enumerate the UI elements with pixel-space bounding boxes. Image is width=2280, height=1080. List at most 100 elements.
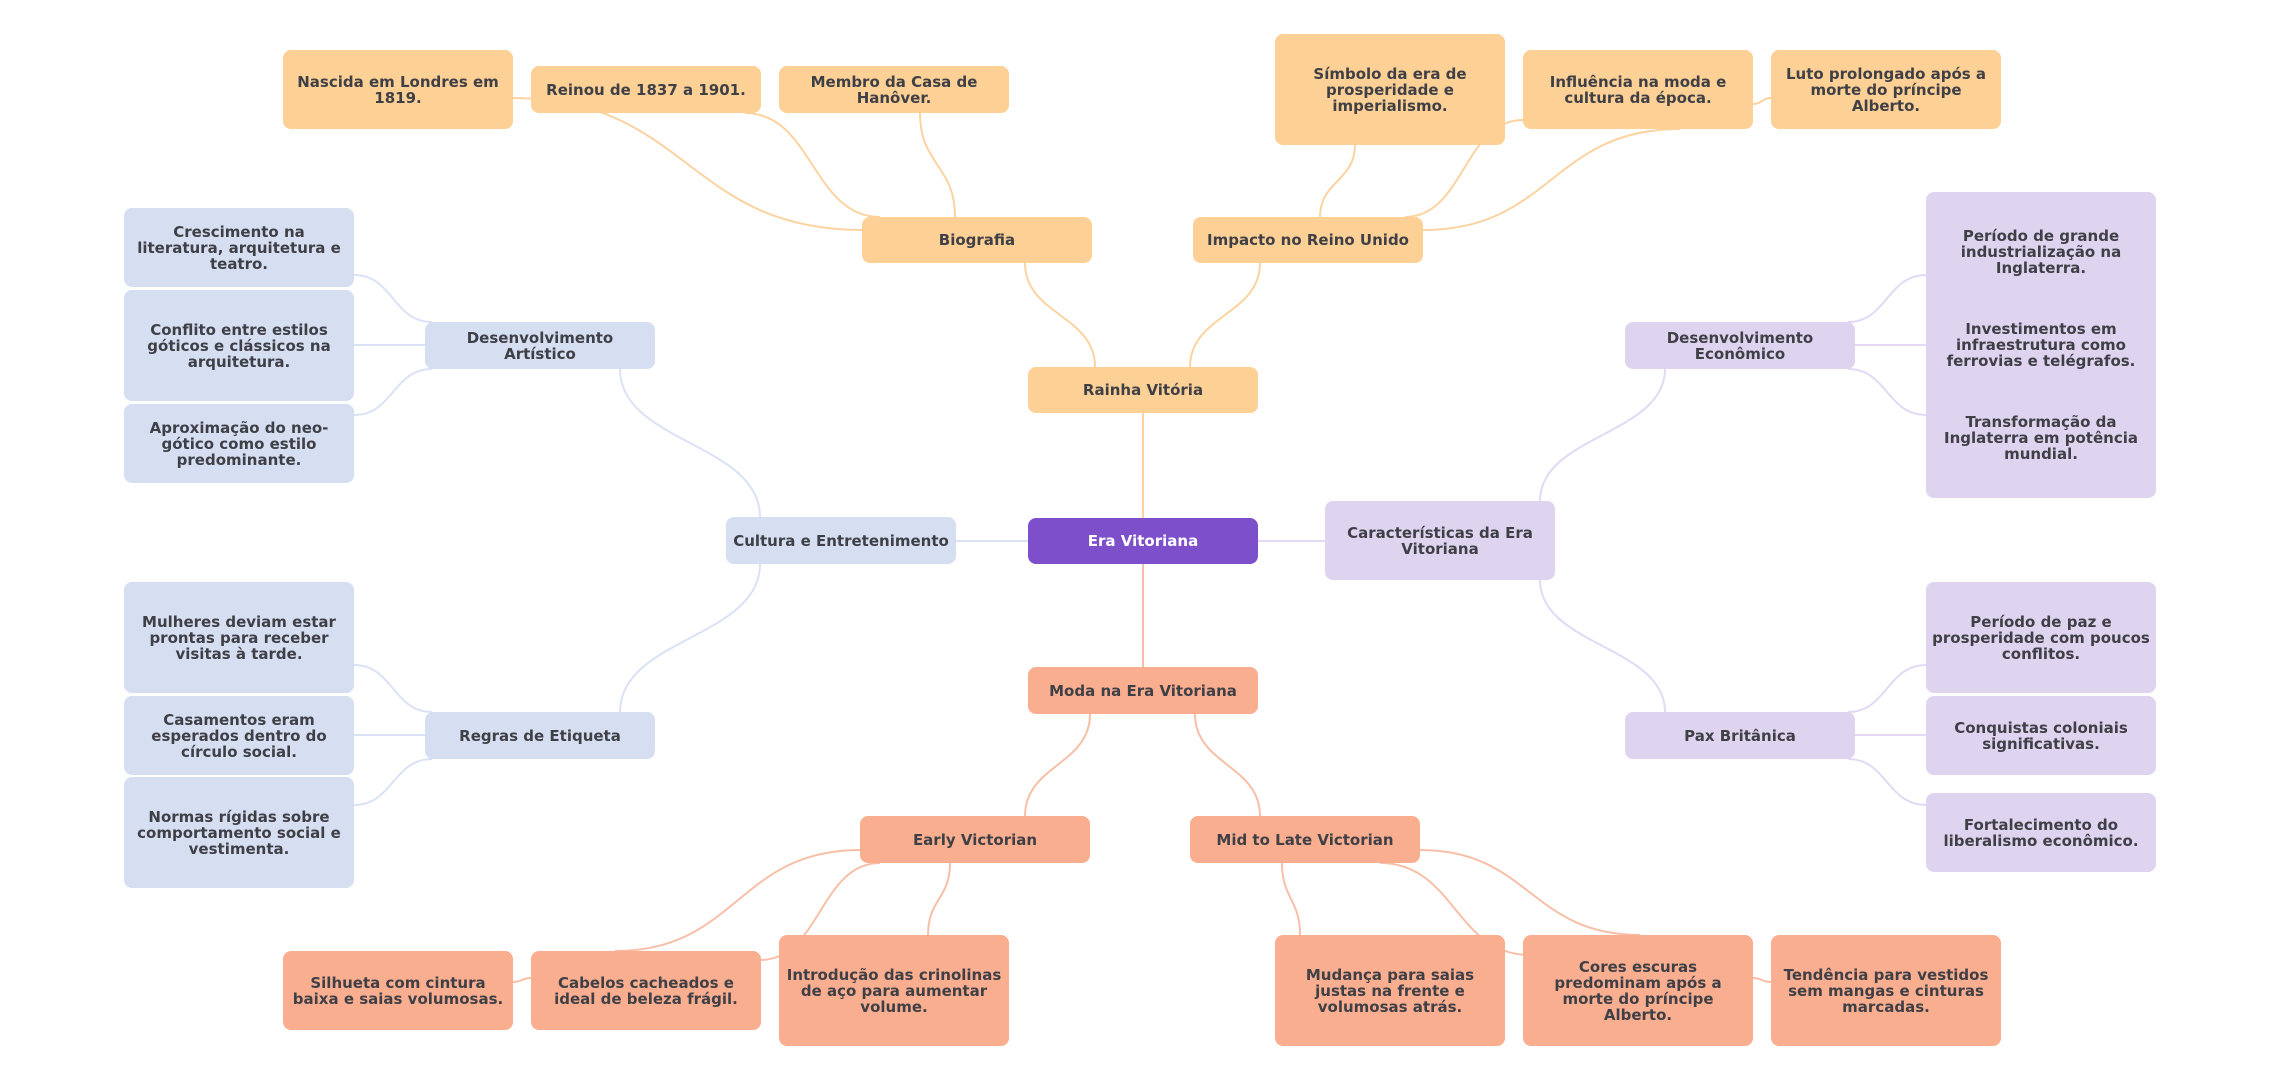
node-cultura-entretenimento[interactable]: Cultura e Entretenimento [726,517,956,564]
edge-late-cores [1379,862,1531,956]
leaf-cores-escuras[interactable]: Cores escuras predominam após a morte do… [1523,935,1753,1046]
node-label: Silhueta com cintura baixa e saias volum… [292,973,504,1008]
edge-etiqueta-normas [353,758,433,806]
node-label: Nascida em Londres em 1819. [297,72,499,107]
edge-artistico-crescimento [353,274,433,323]
node-early-victorian[interactable]: Early Victorian [860,816,1090,863]
edge-pax-paz [1847,664,1927,713]
leaf-crinolinas[interactable]: Introdução das crinolinas de aço para au… [779,935,1009,1046]
node-label: Impacto no Reino Unido [1207,231,1409,249]
edge-economico-potencia [1847,368,1927,416]
node-label: Era Vitoriana [1087,532,1199,550]
leaf-simbolo-prosperidade[interactable]: Símbolo da era de prosperidade e imperia… [1275,34,1505,145]
edge-rainha-impacto [1189,262,1261,368]
edge-biografia-hanover [919,112,956,218]
leaf-investimentos[interactable]: Investimentos em infraestrutura como fer… [1946,319,2136,370]
node-label: Características da Era Vitoriana [1347,523,1533,558]
node-label: Símbolo da era de prosperidade e imperia… [1313,64,1467,115]
node-label: Conflito entre estilos góticos e clássic… [147,320,331,371]
node-caracteristicas[interactable]: Características da Era Vitoriana [1325,501,1555,580]
leaf-conquistas-coloniais[interactable]: Conquistas coloniais significativas. [1926,696,2156,775]
node-label: Aproximação do neo-gótico como estilo pr… [149,418,329,469]
node-label: Reinou de 1837 a 1901. [546,80,746,99]
node-regras-etiqueta[interactable]: Regras de Etiqueta [425,712,655,759]
edge-etiqueta-mulheres [353,664,433,713]
edge-impacto-simbolo [1319,144,1356,218]
node-label: Normas rígidas sobre comportamento socia… [137,807,341,858]
leaf-crescimento-literatura[interactable]: Crescimento na literatura, arquitetura e… [124,208,354,287]
edge-moda-late [1194,713,1261,817]
edge-moda-early [1024,713,1091,817]
edge-luto-influencia [1752,97,1772,105]
edge-late-vestidos [1419,849,1641,936]
edge-early-silhueta [614,849,861,952]
leaf-silhueta[interactable]: Silhueta com cintura baixa e saias volum… [283,951,513,1030]
leaf-casamentos[interactable]: Casamentos eram esperados dentro do círc… [124,696,354,775]
edge-cultura-etiqueta [619,563,761,713]
node-label: Mid to Late Victorian [1216,830,1394,849]
node-label: Moda na Era Vitoriana [1049,681,1237,700]
edge-impacto-luto [1422,128,1681,231]
node-label: Membro da Casa de Hanôver. [810,72,978,107]
node-label: Early Victorian [912,830,1038,849]
edge-early-crinolinas [927,862,951,936]
node-label: Desenvolvimento Econômico [1666,328,1814,363]
leaf-conflito-estilos[interactable]: Conflito entre estilos góticos e clássic… [124,290,354,401]
node-label: Tendência para vestidos sem mangas e cin… [1783,965,1989,1016]
edge-rainha-biografia [1024,262,1096,368]
node-desenvolvimento-artistico[interactable]: Desenvolvimento Artístico [425,322,655,369]
node-mid-late-victorian[interactable]: Mid to Late Victorian [1190,816,1420,863]
leaf-reinou[interactable]: Reinou de 1837 a 1901. [531,66,761,113]
node-impacto-reino-unido[interactable]: Impacto no Reino Unido [1193,217,1423,263]
node-label: Influência na moda e cultura da época. [1549,72,1727,107]
edge-caracteristicas-economico [1539,368,1666,502]
node-label: Fortalecimento do liberalismo econômico. [1943,815,2139,850]
root-node-era-vitoriana[interactable]: Era Vitoriana [1028,518,1258,564]
leaf-cabelos-cacheados[interactable]: Cabelos cacheados e ideal de beleza frág… [531,951,761,1030]
node-label: Luto prolongado após a morte do príncipe… [1785,64,1987,115]
node-label: Desenvolvimento Artístico [466,328,614,363]
node-moda-era-vitoriana[interactable]: Moda na Era Vitoriana [1028,667,1258,714]
edge-cores-vestidos [1752,977,1772,983]
leaf-group-economico: Período de grande industrialização na In… [1926,192,2156,498]
node-label: Conquistas coloniais significativas. [1954,718,2128,753]
edge-cultura-artistico [619,368,761,518]
node-rainha-vitoria[interactable]: Rainha Vitória [1028,367,1258,413]
edge-silhueta-cabelos [512,977,532,983]
node-label: Rainha Vitória [1082,381,1204,399]
leaf-casa-hanover[interactable]: Membro da Casa de Hanôver. [779,66,1009,113]
leaf-vestidos-sem-mangas[interactable]: Tendência para vestidos sem mangas e cin… [1771,935,2001,1046]
node-label: Regras de Etiqueta [459,726,621,745]
leaf-periodo-paz[interactable]: Período de paz e prosperidade com poucos… [1926,582,2156,693]
edge-economico-industrializacao [1847,274,1927,323]
leaf-normas-rigidas[interactable]: Normas rígidas sobre comportamento socia… [124,777,354,888]
node-label: Introdução das crinolinas de aço para au… [786,965,1002,1016]
leaf-influencia-moda[interactable]: Influência na moda e cultura da época. [1523,50,1753,129]
leaf-mulheres-visitas[interactable]: Mulheres deviam estar prontas para receb… [124,582,354,693]
leaf-potencia-mundial[interactable]: Transformação da Inglaterra em potência … [1944,412,2138,463]
node-label: Período de paz e prosperidade com poucos… [1932,612,2150,663]
edge-biografia-reinou [744,112,881,218]
node-label: Mudança para saias justas na frente e vo… [1305,965,1475,1016]
node-biografia[interactable]: Biografia [862,217,1092,263]
node-label: Cores escuras predominam após a morte do… [1554,957,1722,1024]
node-label: Pax Britânica [1684,726,1796,745]
node-label: Cultura e Entretenimento [733,531,949,550]
node-label: Cabelos cacheados e ideal de beleza frág… [554,973,738,1008]
leaf-neo-gotico[interactable]: Aproximação do neo-gótico como estilo pr… [124,404,354,483]
edge-biografia-nascida [512,97,863,231]
node-label: Crescimento na literatura, arquitetura e… [137,222,341,273]
leaf-liberalismo[interactable]: Fortalecimento do liberalismo econômico. [1926,793,2156,872]
node-pax-britanica[interactable]: Pax Britânica [1625,712,1855,759]
node-desenvolvimento-economico[interactable]: Desenvolvimento Econômico [1625,322,1855,369]
leaf-luto-prolongado[interactable]: Luto prolongado após a morte do príncipe… [1771,50,2001,129]
node-label: Casamentos eram esperados dentro do círc… [151,710,327,761]
edge-late-saias [1281,862,1301,936]
edge-caracteristicas-pax [1539,579,1666,713]
leaf-saias-justas[interactable]: Mudança para saias justas na frente e vo… [1275,935,1505,1046]
node-label: Mulheres deviam estar prontas para receb… [142,612,336,663]
leaf-industrializacao[interactable]: Período de grande industrialização na In… [1960,227,2122,278]
leaf-nascida-londres[interactable]: Nascida em Londres em 1819. [283,50,513,129]
node-label: Biografia [938,231,1016,249]
